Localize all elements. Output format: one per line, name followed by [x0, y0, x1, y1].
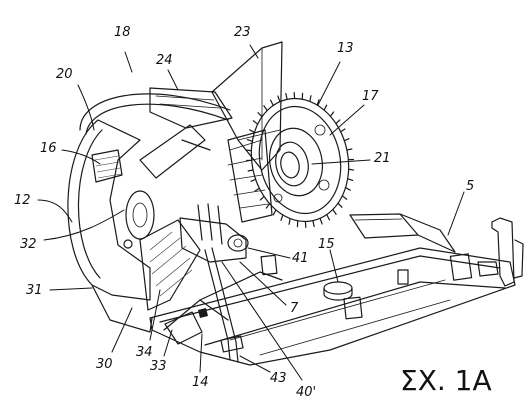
gear-tooth: [277, 95, 281, 103]
gear-tooth: [343, 138, 350, 142]
callout-13: 13: [337, 41, 354, 56]
callout-17: 17: [362, 89, 379, 104]
upper-hood: [79, 41, 283, 179]
callout-21: 21: [374, 151, 391, 166]
gear-tooth: [340, 128, 346, 133]
gear-tooth: [319, 217, 323, 225]
gear-tooth: [280, 214, 284, 221]
gear-tooth: [337, 202, 343, 208]
callout-14: 14: [192, 375, 209, 390]
gear-tooth: [323, 104, 328, 111]
actuator-linkage: [163, 203, 283, 363]
gear-tooth: [246, 139, 253, 142]
gear-tooth: [288, 217, 291, 225]
gear-tooth: [341, 195, 348, 200]
gear-tooth: [257, 112, 263, 118]
gear-tooth: [309, 95, 312, 103]
callout-40-prime: 40': [296, 385, 316, 400]
callout-15: 15: [318, 237, 335, 252]
gear-tooth: [316, 99, 320, 106]
gear-tooth: [335, 119, 341, 125]
callout-31: 31: [26, 283, 43, 298]
callout-18: 18: [114, 25, 131, 40]
leader-lines: [37, 44, 465, 381]
callout-7: 7: [290, 301, 299, 316]
gear-tooth: [247, 169, 254, 172]
callout-33: 33: [150, 359, 167, 374]
callout-34: 34: [136, 345, 153, 360]
gear-tooth: [250, 178, 257, 182]
callout-43: 43: [270, 371, 287, 386]
callout-41: 41: [292, 251, 309, 266]
callout-30: 30: [96, 357, 113, 372]
gear-tooth: [249, 129, 256, 134]
housing: [67, 119, 201, 333]
gear-tooth: [254, 187, 260, 192]
callout-32: 32: [20, 237, 37, 252]
gear-teeth: [245, 91, 355, 229]
gear-tooth: [269, 99, 274, 107]
gear-tooth: [347, 178, 354, 181]
gear-tooth: [344, 186, 351, 191]
gear-tooth: [285, 92, 288, 100]
gear-wheel: [227, 91, 355, 229]
callout-16: 16: [40, 141, 57, 156]
gear-tooth: [245, 149, 252, 152]
callout-23: 23: [234, 25, 251, 40]
gear-tooth: [332, 208, 337, 215]
gear-tooth: [348, 168, 355, 171]
gear-tooth: [326, 213, 331, 221]
gear-tooth: [252, 120, 259, 125]
gear-tooth: [259, 195, 265, 201]
base-plate: [149, 213, 524, 366]
callout-12: 12: [14, 193, 31, 208]
callout-labels: 18 23 13 24 20 17 16 21 12 5 32 15 41 31…: [14, 25, 474, 400]
callout-24: 24: [156, 53, 173, 68]
gear-tooth: [263, 105, 268, 112]
callout-20: 20: [56, 67, 73, 82]
gear-tooth: [346, 148, 353, 151]
gear-tooth: [312, 220, 315, 228]
gear-tooth: [272, 209, 277, 216]
callout-5: 5: [466, 179, 474, 194]
gear-tooth: [329, 111, 335, 117]
figure-label: ΣΧ. 1A: [400, 364, 492, 397]
gear-tooth: [265, 203, 271, 209]
